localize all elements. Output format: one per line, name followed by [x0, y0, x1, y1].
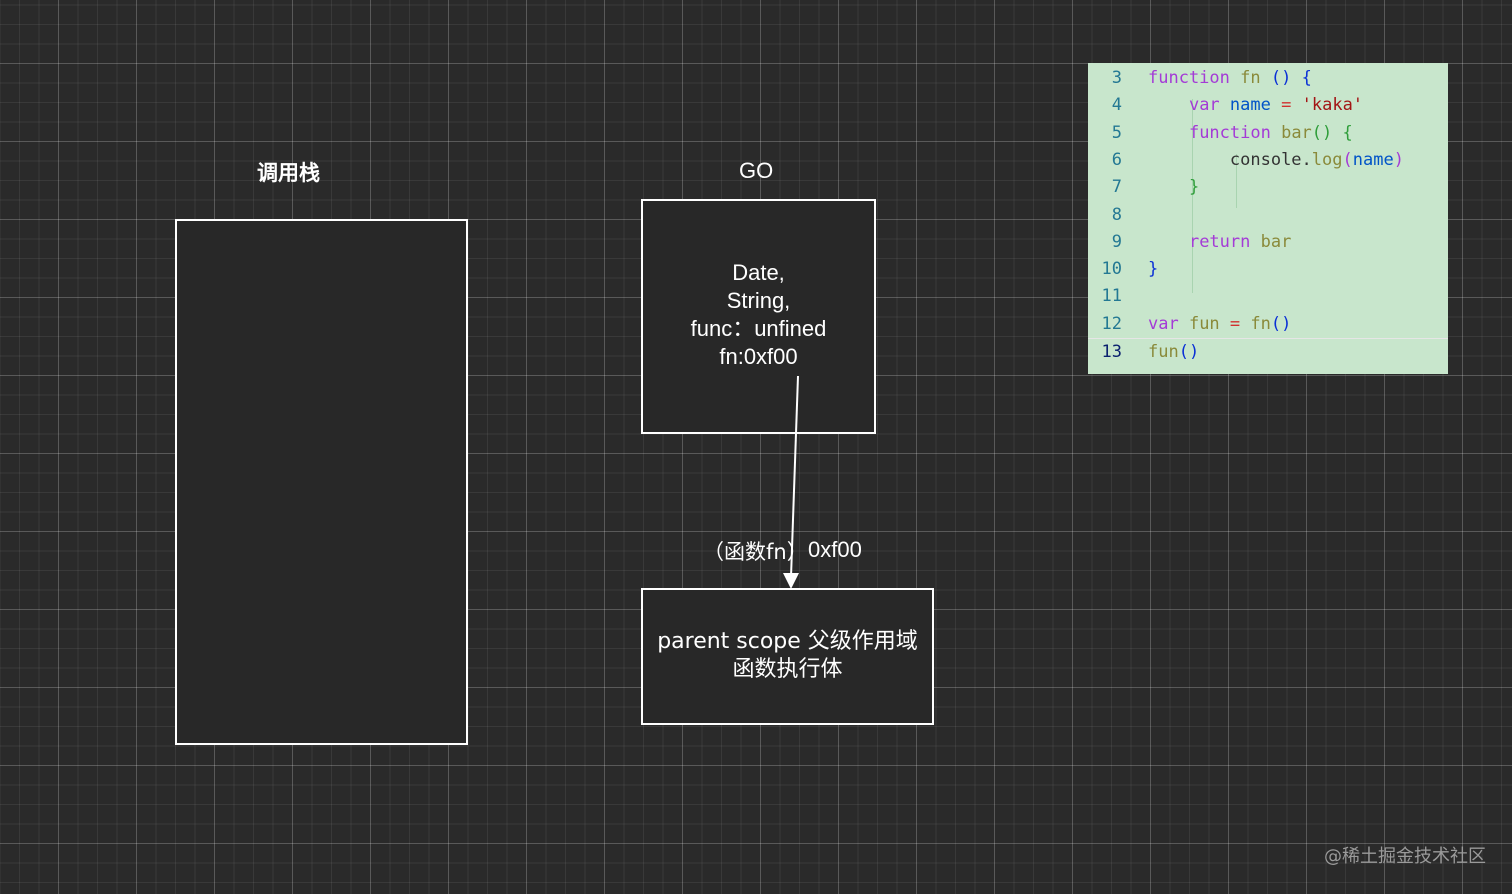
code-token	[1271, 95, 1281, 115]
code-token: (	[1342, 149, 1353, 170]
line-number: 10	[1101, 259, 1122, 280]
code-token	[1291, 95, 1301, 115]
code-token: function	[1188, 122, 1271, 143]
go-box: Date, String, func：unfined fn:0xf00	[641, 199, 876, 434]
code-source: }	[1148, 256, 1158, 283]
call-stack-box	[175, 219, 468, 745]
code-token: ()	[1178, 342, 1200, 362]
code-token: name	[1352, 149, 1394, 170]
code-token: fn	[1229, 68, 1271, 88]
code-source: function fn () {	[1148, 65, 1312, 92]
code-token	[1148, 177, 1189, 197]
code-token: 'kaka'	[1301, 95, 1364, 116]
code-token: =	[1229, 313, 1241, 334]
code-token	[1332, 123, 1342, 143]
code-token: {	[1342, 122, 1353, 143]
code-token: bar	[1270, 122, 1312, 143]
code-source: var name = 'kaka'	[1148, 92, 1363, 119]
code-token: name	[1229, 95, 1271, 116]
code-token: }	[1148, 259, 1159, 280]
code-token: ()	[1311, 122, 1333, 143]
code-line: 4 var name = 'kaka'	[1088, 92, 1448, 119]
function-object-contents: parent scope 父级作用域 函数执行体	[643, 628, 932, 684]
code-token: ()	[1270, 68, 1292, 88]
code-token: fn	[1240, 313, 1271, 334]
code-token: ()	[1270, 313, 1292, 334]
code-source: function bar() {	[1148, 120, 1353, 147]
code-token: var	[1148, 313, 1179, 334]
code-token: log	[1311, 149, 1343, 170]
line-number: 3	[1111, 68, 1122, 88]
code-token: }	[1188, 177, 1200, 198]
watermark: @稀土掘金技术社区	[1324, 846, 1486, 867]
code-token: fun	[1178, 313, 1230, 334]
code-line: 8	[1088, 202, 1448, 229]
code-line: 9 return bar	[1088, 229, 1448, 256]
code-token: {	[1301, 68, 1312, 88]
go-line-fn: fn:0xf00	[719, 344, 798, 369]
code-token	[1148, 95, 1189, 115]
code-token: .	[1301, 149, 1312, 170]
code-token: console	[1229, 149, 1302, 170]
code-line: 13 fun()	[1088, 338, 1448, 366]
function-object-line-scope: parent scope 父级作用域	[657, 629, 918, 654]
go-contents: Date, String, func：unfined fn:0xf00	[643, 259, 874, 371]
code-token	[1291, 68, 1301, 88]
go-line-func: func：unfined	[690, 316, 827, 341]
go-line-string: String,	[726, 288, 791, 313]
code-token	[1148, 232, 1189, 252]
code-source: var fun = fn()	[1148, 311, 1291, 338]
code-line: 7 }	[1088, 174, 1448, 201]
line-number: 12	[1101, 313, 1122, 334]
code-token: var	[1188, 95, 1220, 116]
line-number: 9	[1111, 231, 1122, 252]
code-source: }	[1148, 174, 1199, 201]
indent-guide	[1192, 99, 1193, 293]
function-object-line-body: 函数执行体	[732, 657, 843, 682]
code-line: 10}	[1088, 256, 1448, 283]
code-line: 12 var fun = fn()	[1088, 311, 1448, 338]
line-number: 13	[1101, 342, 1122, 362]
line-number: 8	[1111, 204, 1122, 225]
code-source: return bar	[1148, 229, 1291, 256]
indent-guide	[1236, 154, 1237, 208]
code-line: 5 function bar() {	[1088, 120, 1448, 147]
function-address-label: 0xf00	[808, 537, 862, 562]
code-token: function	[1148, 68, 1230, 88]
code-token	[1148, 150, 1230, 170]
code-line: 11	[1088, 283, 1448, 310]
code-token: return	[1188, 231, 1251, 252]
line-number: 4	[1111, 95, 1122, 116]
go-title: GO	[739, 158, 774, 183]
call-stack-title: 调用栈	[257, 161, 320, 185]
code-token: fun	[1148, 342, 1179, 362]
function-object-box: parent scope 父级作用域 函数执行体	[641, 588, 934, 725]
code-token: bar	[1250, 231, 1292, 252]
code-token: =	[1281, 95, 1292, 116]
line-number: 11	[1101, 286, 1122, 307]
function-reference-label: （函数fn）	[703, 540, 808, 564]
code-token: )	[1393, 149, 1404, 170]
code-line: 3 function fn () {	[1088, 65, 1448, 92]
go-line-date: Date,	[732, 260, 785, 285]
reference-arrow-head	[783, 573, 799, 589]
code-source: fun()	[1148, 339, 1199, 366]
line-number: 7	[1111, 177, 1122, 198]
line-number: 6	[1111, 149, 1122, 170]
code-token	[1220, 95, 1230, 115]
line-number: 5	[1111, 122, 1122, 143]
code-token	[1148, 123, 1189, 143]
code-line: 6 console.log(name)	[1088, 147, 1448, 174]
code-source: console.log(name)	[1148, 147, 1404, 174]
